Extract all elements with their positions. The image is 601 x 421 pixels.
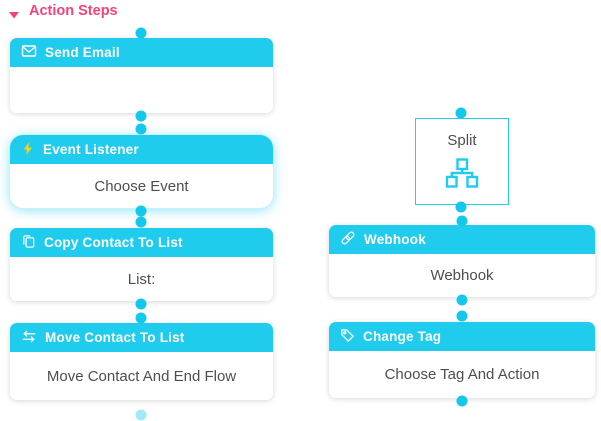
node-send-email-body: [10, 67, 273, 113]
node-title: Webhook: [364, 232, 426, 247]
node-copy-contact-header: Copy Contact To List: [10, 228, 273, 257]
node-webhook-header: Webhook: [329, 225, 595, 254]
node-webhook[interactable]: Webhook Webhook: [329, 225, 595, 297]
node-title: Split: [447, 131, 477, 149]
envelope-icon: [21, 43, 37, 62]
connection-dot[interactable]: [135, 216, 147, 228]
copy-icon: [21, 234, 36, 252]
connection-dot[interactable]: [135, 205, 147, 217]
tag-icon: [340, 328, 355, 346]
node-change-tag[interactable]: Change Tag Choose Tag And Action: [329, 322, 595, 398]
node-event-listener-body: Choose Event: [10, 164, 273, 208]
connection-dot[interactable]: [135, 298, 147, 310]
connection-dot[interactable]: [135, 110, 147, 122]
connection-dot[interactable]: [456, 215, 468, 227]
connection-dot[interactable]: [455, 107, 467, 119]
section-title: Action Steps: [29, 3, 118, 19]
node-title: Move Contact To List: [45, 330, 185, 345]
node-change-tag-header: Change Tag: [329, 322, 595, 351]
swap-arrows-icon: [21, 329, 37, 347]
node-send-email-header: Send Email: [10, 38, 273, 67]
connection-dot[interactable]: [455, 201, 467, 213]
connection-dot[interactable]: [456, 294, 468, 306]
node-webhook-body: Webhook: [329, 254, 595, 297]
sitemap-icon: [445, 157, 479, 192]
node-title: Send Email: [45, 45, 120, 60]
triangle-down-icon: [9, 7, 19, 19]
connection-dot[interactable]: [135, 312, 147, 324]
node-copy-contact-to-list[interactable]: Copy Contact To List List:: [10, 228, 273, 301]
node-title: Event Listener: [43, 142, 139, 157]
node-split[interactable]: Split: [415, 118, 509, 205]
connection-dot[interactable]: [456, 310, 468, 322]
action-steps-toggle[interactable]: Action Steps: [9, 3, 118, 19]
link-icon: [340, 230, 356, 249]
node-move-contact-header: Move Contact To List: [10, 323, 273, 352]
node-copy-contact-body: List:: [10, 257, 273, 301]
node-change-tag-body: Choose Tag And Action: [329, 351, 595, 398]
node-event-listener-header: Event Listener: [10, 135, 273, 164]
node-title: Change Tag: [363, 329, 442, 344]
connection-dot[interactable]: [135, 409, 147, 421]
node-send-email[interactable]: Send Email: [10, 38, 273, 113]
lightning-icon: [21, 141, 35, 159]
connection-dot[interactable]: [456, 395, 468, 407]
node-event-listener[interactable]: Event Listener Choose Event: [10, 135, 273, 208]
node-move-contact-body: Move Contact And End Flow: [10, 352, 273, 400]
connection-dot[interactable]: [135, 27, 147, 39]
node-move-contact-to-list[interactable]: Move Contact To List Move Contact And En…: [10, 323, 273, 400]
node-title: Copy Contact To List: [44, 235, 183, 250]
connection-dot[interactable]: [135, 123, 147, 135]
